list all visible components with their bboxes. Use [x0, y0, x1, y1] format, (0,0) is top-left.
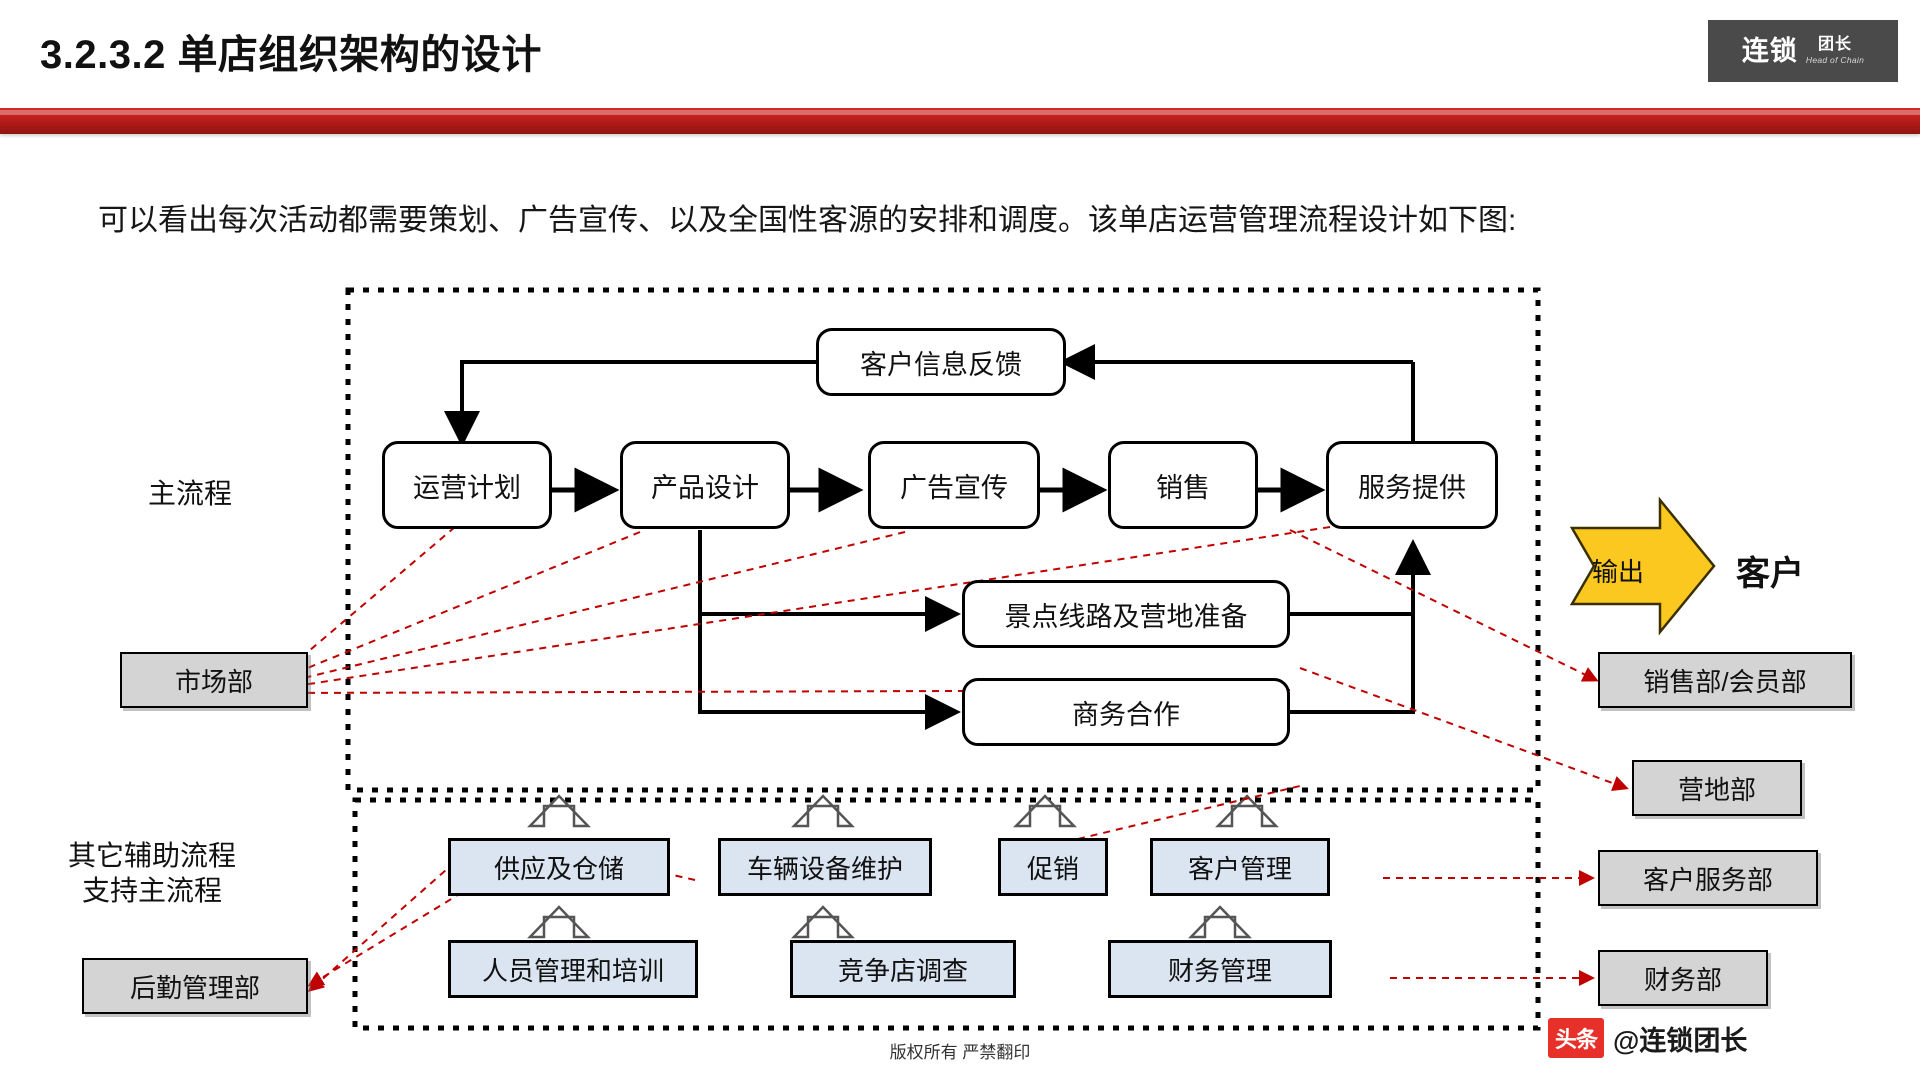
header-divider-highlight [0, 110, 1920, 115]
dept-camp[interactable]: 营地部 [1632, 760, 1802, 816]
dept-sales-membership[interactable]: 销售部/会员部 [1598, 652, 1852, 708]
box-competitor-survey[interactable]: 竞争店调查 [790, 940, 1016, 998]
watermark-text: @连锁团长 [1613, 1025, 1748, 1056]
body-paragraph: 可以看出每次活动都需要策划、广告宣传、以及全国性客源的安排和调度。该单店运营管理… [98, 204, 1517, 237]
box-service-delivery[interactable]: 服务提供 [1326, 441, 1498, 529]
box-product-design[interactable]: 产品设计 [620, 441, 790, 529]
watermark: 头条 @连锁团长 [1548, 1018, 1747, 1058]
support-flow-label-line2: 支持主流程 [82, 875, 223, 906]
support-flow-label-line1: 其它辅助流程 [68, 840, 237, 871]
output-target-label: 客户 [1736, 555, 1804, 593]
output-arrow-label: 输出 [1592, 557, 1645, 587]
box-operation-plan[interactable]: 运营计划 [382, 441, 552, 529]
header-divider-bar [0, 108, 1920, 134]
box-customer-feedback[interactable]: 客户信息反馈 [816, 328, 1066, 396]
copyright-note: 版权所有 严禁翻印 [889, 1043, 1031, 1062]
dept-customer-service[interactable]: 客户服务部 [1598, 850, 1818, 906]
box-business-cooperation[interactable]: 商务合作 [962, 678, 1290, 746]
box-route-camp-prep[interactable]: 景点线路及营地准备 [962, 580, 1290, 648]
box-customer-management[interactable]: 客户管理 [1150, 838, 1330, 896]
logo-sub-en-text: Head of Chain [1805, 55, 1865, 66]
dept-marketing[interactable]: 市场部 [120, 652, 308, 708]
box-promotion[interactable]: 促销 [998, 838, 1108, 896]
dept-finance[interactable]: 财务部 [1598, 950, 1768, 1006]
box-vehicle-maintenance[interactable]: 车辆设备维护 [718, 838, 932, 896]
box-supply-storage[interactable]: 供应及仓储 [448, 838, 670, 896]
box-advertising[interactable]: 广告宣传 [868, 441, 1040, 529]
box-staff-training[interactable]: 人员管理和培训 [448, 940, 698, 998]
box-sales[interactable]: 销售 [1108, 441, 1258, 529]
brand-logo: 连锁 团长 Head of Chain [1708, 20, 1898, 82]
logo-main-text: 连锁 [1741, 35, 1798, 66]
watermark-badge: 头条 [1548, 1018, 1604, 1058]
logo-sub-group: 团长 Head of Chain [1806, 37, 1864, 65]
support-flow-label: 其它辅助流程 支持主流程 [68, 838, 236, 908]
box-financial-management[interactable]: 财务管理 [1108, 940, 1332, 998]
main-flow-label: 主流程 [148, 478, 233, 509]
logo-sub-cn-text: 团长 [1817, 36, 1852, 54]
page-title: 3.2.3.2 单店组织架构的设计 [40, 33, 542, 77]
dept-logistics-management[interactable]: 后勤管理部 [82, 958, 308, 1014]
